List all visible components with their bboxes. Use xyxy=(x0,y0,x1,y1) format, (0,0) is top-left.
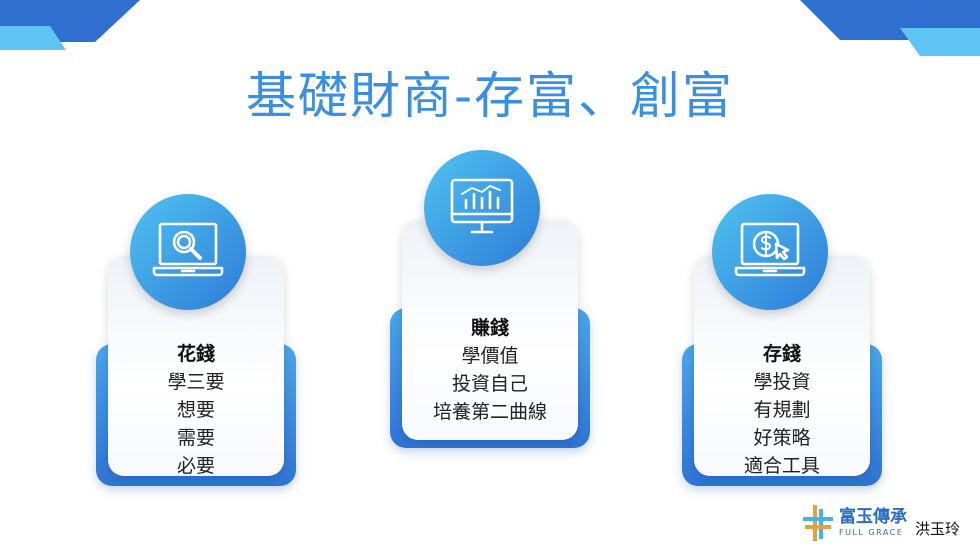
card-line: 投資自己 xyxy=(451,373,528,395)
brand-name: 富玉傳承 xyxy=(838,507,907,527)
card-line: 適合工具 xyxy=(743,455,820,477)
card-saving: 存錢 學投資 有規劃 好策略 適合工具 xyxy=(682,194,882,486)
card-line: 學價值 xyxy=(461,345,519,367)
card-line: 好策略 xyxy=(753,427,811,449)
icon-circle xyxy=(130,194,246,310)
card-line: 必要 xyxy=(176,455,215,477)
page-title: 基礎財商-存富、創富 xyxy=(245,67,735,125)
card-line: 學三要 xyxy=(167,371,225,393)
card-heading: 存錢 xyxy=(762,343,801,365)
icon-circle xyxy=(712,194,828,310)
card-line: 需要 xyxy=(176,427,215,449)
person-name: 洪玉玲 xyxy=(914,519,960,538)
top-right-decoration xyxy=(800,0,980,56)
card-heading: 賺錢 xyxy=(470,317,509,339)
card-heading: 花錢 xyxy=(176,343,215,365)
dollar-monitor-icon xyxy=(734,222,806,277)
brand-logo: 富玉傳承 FULL GRACE 洪玉玲 xyxy=(802,505,960,541)
card-line: 有規劃 xyxy=(753,399,811,421)
brand-name-en: FULL GRACE xyxy=(838,528,904,537)
card-line: 學投資 xyxy=(753,371,811,393)
card-line: 想要 xyxy=(176,399,215,421)
card-line: 培養第二曲線 xyxy=(432,401,547,423)
search-monitor-icon xyxy=(152,222,224,277)
card-earning: 賺錢 學價值 投資自己 培養第二曲線 xyxy=(390,150,590,448)
card-spending: 花錢 學三要 想要 需要 必要 xyxy=(96,194,296,486)
cross-logo-icon xyxy=(802,505,833,541)
icon-circle xyxy=(424,150,540,266)
top-left-decoration xyxy=(0,0,140,50)
chart-monitor-icon xyxy=(450,178,514,234)
